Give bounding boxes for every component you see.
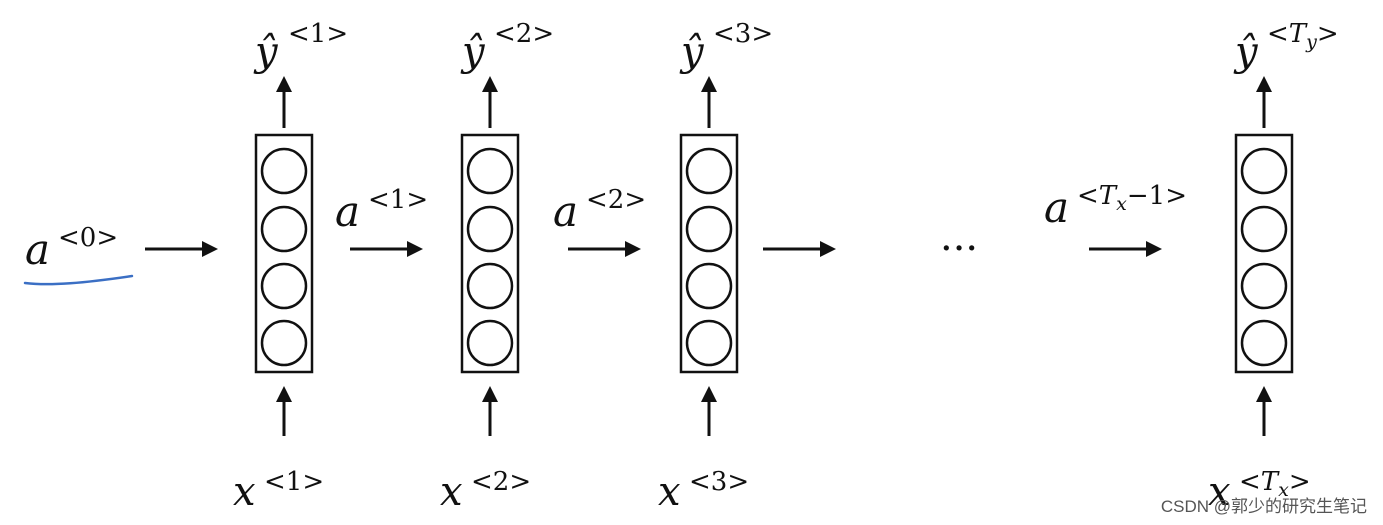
activation-label-2-base: a [553,187,578,236]
handwritten-underline [23,274,134,286]
neuron-1-1 [260,147,308,195]
arrow-input-1-head [276,386,292,402]
neuron-2-4 [466,319,514,367]
svg-text:<Tx>: <Tx> [1239,467,1311,501]
input-label-4-sup-close: > [1289,467,1311,497]
arrow-output-1-head [276,76,292,92]
arrow-cell3-onward-head [820,241,836,257]
arrow-output-3-head [701,76,717,92]
neuron-3-2 [685,205,733,253]
arrows [145,76,1272,436]
output-label-4-sup-var: T [1289,19,1308,49]
activation-label-1-base: a [335,187,360,236]
output-label-1-base: ŷ [253,29,279,75]
arrow-input-3 [701,386,717,436]
arrow-cell1-to-cell2 [350,241,423,257]
activation-label-3-base: a [1044,183,1069,232]
output-label-3-sup: <3> [713,19,773,49]
output-label-4-sup-close: > [1317,19,1339,49]
input-label-2-base: x [440,469,463,515]
neuron-4-2 [1240,205,1288,253]
activation-label-0-base: a [25,225,50,274]
input-label-4-sup-var: T [1261,467,1280,497]
arrow-input-3-head [701,386,717,402]
input-label-4-base: x [1208,469,1231,515]
output-label-3: ŷ <3> [679,19,773,75]
arrow-output-2 [482,76,498,128]
input-label-1-base: x [233,469,256,515]
arrow-output-2-head [482,76,498,92]
ellipsis: ··· [940,226,978,272]
arrow-cell1-to-cell2-head [407,241,423,257]
activation-label-3-sup-tail: −1 [1127,181,1165,211]
neuron-2-1 [466,147,514,195]
activation-label-2-sup: <2> [586,185,646,215]
output-label-1: ŷ <1> [253,19,348,75]
activation-label-3-sup-close: > [1165,181,1187,211]
arrow-into-last-cell-head [1146,241,1162,257]
output-label-4: ŷ <Ty> [1233,19,1339,75]
watermark: CSDN @郭少的研究生笔记 [1160,497,1367,516]
activation-label-2: a <2> [553,185,646,236]
input-label-1: x <1> [233,467,324,515]
arrow-cell3-onward [763,241,836,257]
input-label-1-sup: <1> [264,467,324,497]
arrow-input-2-head [482,386,498,402]
input-label-4: x <Tx> [1208,467,1311,515]
output-label-1-sup: <1> [288,19,348,49]
input-label-3: x <3> [658,467,749,515]
neuron-2-3 [466,262,514,310]
activation-label-3: a <Tx−1> [1044,181,1187,232]
arrow-input-1 [276,386,292,436]
arrow-output-4 [1256,76,1272,128]
svg-text:<Ty>: <Ty> [1267,19,1339,53]
rnn-cells [254,133,1294,374]
activation-label-3-sup-var: T [1099,181,1118,211]
output-label-4-sup-sub: y [1305,31,1317,53]
arrow-input-4 [1256,386,1272,436]
arrow-cell2-to-cell3-head [625,241,641,257]
arrow-output-1 [276,76,292,128]
svg-text:<Tx−1>: <Tx−1> [1077,181,1187,215]
output-label-4-sup-open: < [1267,19,1289,49]
neuron-4-1 [1240,147,1288,195]
output-label-2: ŷ <2> [460,19,554,75]
neuron-1-2 [260,205,308,253]
output-label-3-base: ŷ [679,29,705,75]
input-label-2-sup: <2> [471,467,531,497]
arrow-a0-to-cell1-head [202,241,218,257]
arrow-a0-to-cell1 [145,241,218,257]
neuron-4-4 [1240,319,1288,367]
activation-label-1: a <1> [335,185,428,236]
activation-label-0-sup: <0> [58,223,118,253]
input-label-2: x <2> [440,467,531,515]
arrow-input-4-head [1256,386,1272,402]
activation-label-3-sup-sub: x [1116,193,1127,215]
arrow-cell2-to-cell3 [568,241,641,257]
arrow-input-2 [482,386,498,436]
arrow-output-4-head [1256,76,1272,92]
arrow-into-last-cell [1089,241,1162,257]
neuron-3-1 [685,147,733,195]
output-label-4-base: ŷ [1233,29,1259,75]
neuron-1-4 [260,319,308,367]
input-label-3-sup: <3> [689,467,749,497]
activation-label-0: a <0> [25,223,118,274]
input-label-3-base: x [658,469,681,515]
neuron-3-3 [685,262,733,310]
neuron-2-2 [466,205,514,253]
output-label-2-sup: <2> [494,19,554,49]
output-label-2-base: ŷ [460,29,486,75]
arrow-output-3 [701,76,717,128]
neuron-1-3 [260,262,308,310]
activation-label-3-sup-open: < [1077,181,1099,211]
neuron-3-4 [685,319,733,367]
input-label-4-sup-sub: x [1278,479,1289,501]
input-label-4-sup-open: < [1239,467,1261,497]
activation-label-1-sup: <1> [368,185,428,215]
neuron-4-3 [1240,262,1288,310]
